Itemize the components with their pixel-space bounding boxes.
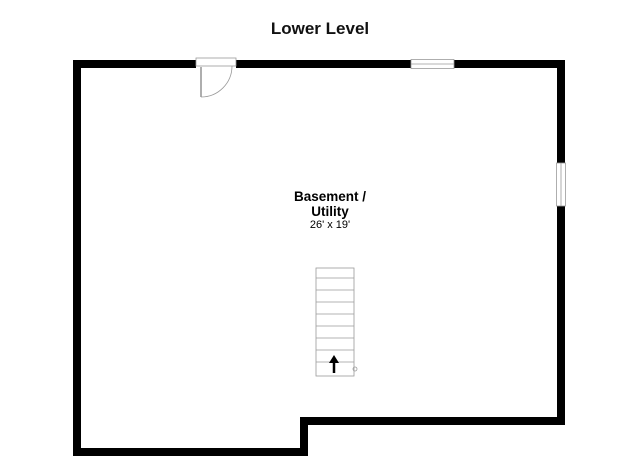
- window-right: [556, 162, 566, 207]
- window-top: [410, 59, 455, 69]
- exterior-walls: [73, 60, 565, 456]
- up-arrow-icon: [329, 355, 339, 373]
- entry-door: [195, 57, 237, 98]
- room-dimensions: 26' x 19': [309, 219, 351, 231]
- room-name-line1: Basement /: [293, 189, 367, 204]
- room-name: Basement / Utility: [230, 189, 430, 219]
- room-name-line2: Utility: [311, 204, 349, 219]
- floor-title: Lower Level: [270, 19, 370, 38]
